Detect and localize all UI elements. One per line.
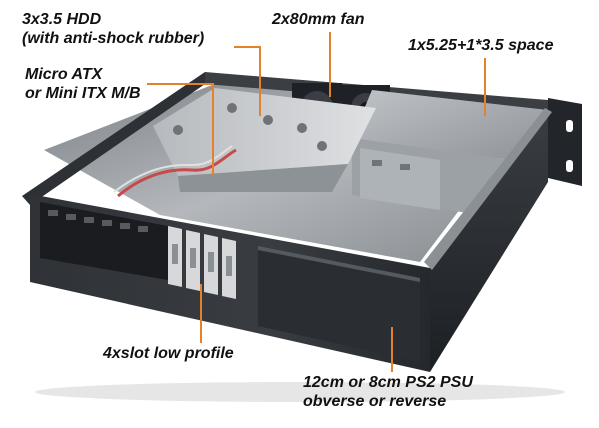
slot-vent [190, 248, 196, 268]
anti-shock-rubber [317, 141, 327, 151]
label-fan: 2x80mm fan [272, 10, 365, 29]
anti-shock-rubber [173, 125, 183, 135]
label-hdd: 3x3.5 HDD (with anti-shock rubber) [22, 10, 204, 48]
right-wall-rim [424, 108, 552, 270]
cable-bundle [113, 145, 233, 193]
drive-bay-hole [372, 160, 382, 166]
label-hdd-line2: (with anti-shock rubber) [22, 30, 205, 47]
slot-vent [172, 244, 178, 264]
rack-ear [548, 98, 582, 186]
leader-line-hdd [234, 46, 261, 116]
slot-vent [226, 256, 232, 276]
rack-ear-slot [566, 160, 573, 172]
psu-opening [258, 246, 420, 362]
label-drive-bay-text: 1x5.25+1*3.5 space [408, 37, 554, 54]
hdd-bracket-plate [153, 88, 376, 176]
label-slots: 4xslot low profile [103, 344, 234, 363]
label-psu: 12cm or 8cm PS2 PSU obverse or reverse [303, 373, 473, 411]
case-shadow [35, 382, 565, 402]
label-slots-text: 4xslot low profile [103, 345, 234, 362]
label-psu-line2: obverse or reverse [303, 393, 447, 410]
cable-bundle [117, 148, 237, 198]
io-port [120, 223, 130, 229]
anti-shock-rubber [297, 123, 307, 133]
io-port [84, 217, 94, 223]
hdd-bracket-frame [178, 164, 348, 192]
label-motherboard-line2: or Mini ITX M/B [25, 85, 141, 102]
io-port [102, 220, 112, 226]
drive-bay-hole [400, 164, 410, 170]
label-psu-line1: 12cm or 8cm PS2 PSU [303, 374, 473, 391]
label-hdd-line1: 3x3.5 HDD [22, 11, 102, 28]
anti-shock-rubber [227, 103, 237, 113]
anti-shock-rubber [263, 115, 273, 125]
leader-line-motherboard [147, 83, 214, 176]
label-motherboard: Micro ATX or Mini ITX M/B [25, 65, 141, 103]
rack-ear-slot [566, 120, 573, 132]
label-motherboard-line1: Micro ATX [25, 66, 103, 83]
io-shield [40, 202, 168, 280]
io-port [48, 210, 58, 216]
io-port [138, 226, 148, 232]
left-side-wall [22, 72, 205, 205]
label-drive-bay: 1x5.25+1*3.5 space [408, 36, 553, 55]
label-fan-text: 2x80mm fan [272, 11, 365, 28]
psu-opening-edge [258, 246, 420, 282]
slot-vent [208, 252, 214, 272]
io-port [66, 214, 76, 220]
drive-bay-top [352, 90, 548, 160]
right-side-wall [430, 112, 548, 372]
